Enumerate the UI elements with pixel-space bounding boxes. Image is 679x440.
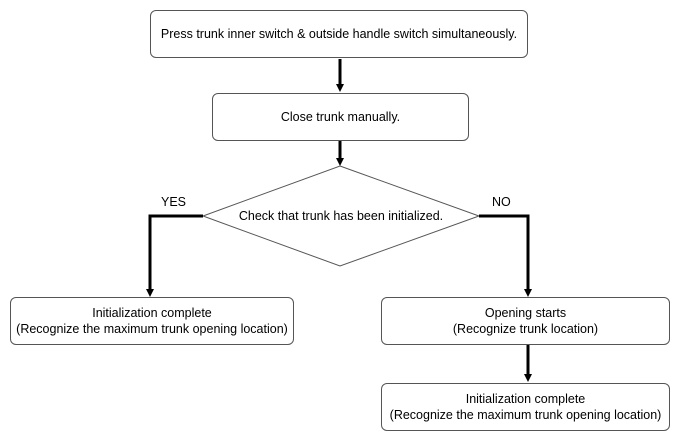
step-close-trunk-text: Close trunk manually.	[280, 110, 401, 124]
no-branch-line	[479, 214, 530, 292]
final-result-line1: Initialization complete	[465, 392, 586, 406]
yes-branch-line	[148, 214, 203, 292]
final-result-line2: (Recognize the maximum trunk opening loc…	[389, 408, 662, 422]
yes-result-line1: Initialization complete	[92, 306, 212, 320]
decision-text: Check that trunk has been initialized.	[238, 209, 444, 223]
yes-label: YES	[161, 195, 187, 209]
decision-diamond	[201, 165, 481, 267]
no-label: NO	[492, 195, 511, 209]
yes-result-line2: (Recognize the maximum trunk opening loc…	[16, 322, 288, 336]
step-press-switches-text: Press trunk inner switch & outside handl…	[160, 27, 518, 41]
no-result-line1: Opening starts	[484, 306, 567, 320]
step-press-switches-box: Press trunk inner switch & outside handl…	[150, 10, 528, 58]
final-result-box: Initialization complete (Recognize the m…	[381, 383, 670, 431]
yes-result-box: Initialization complete (Recognize the m…	[10, 297, 294, 345]
step-close-trunk-box: Close trunk manually.	[212, 93, 469, 141]
no-result-line2: (Recognize trunk location)	[452, 322, 599, 336]
no-result-box: Opening starts (Recognize trunk location…	[381, 297, 670, 345]
